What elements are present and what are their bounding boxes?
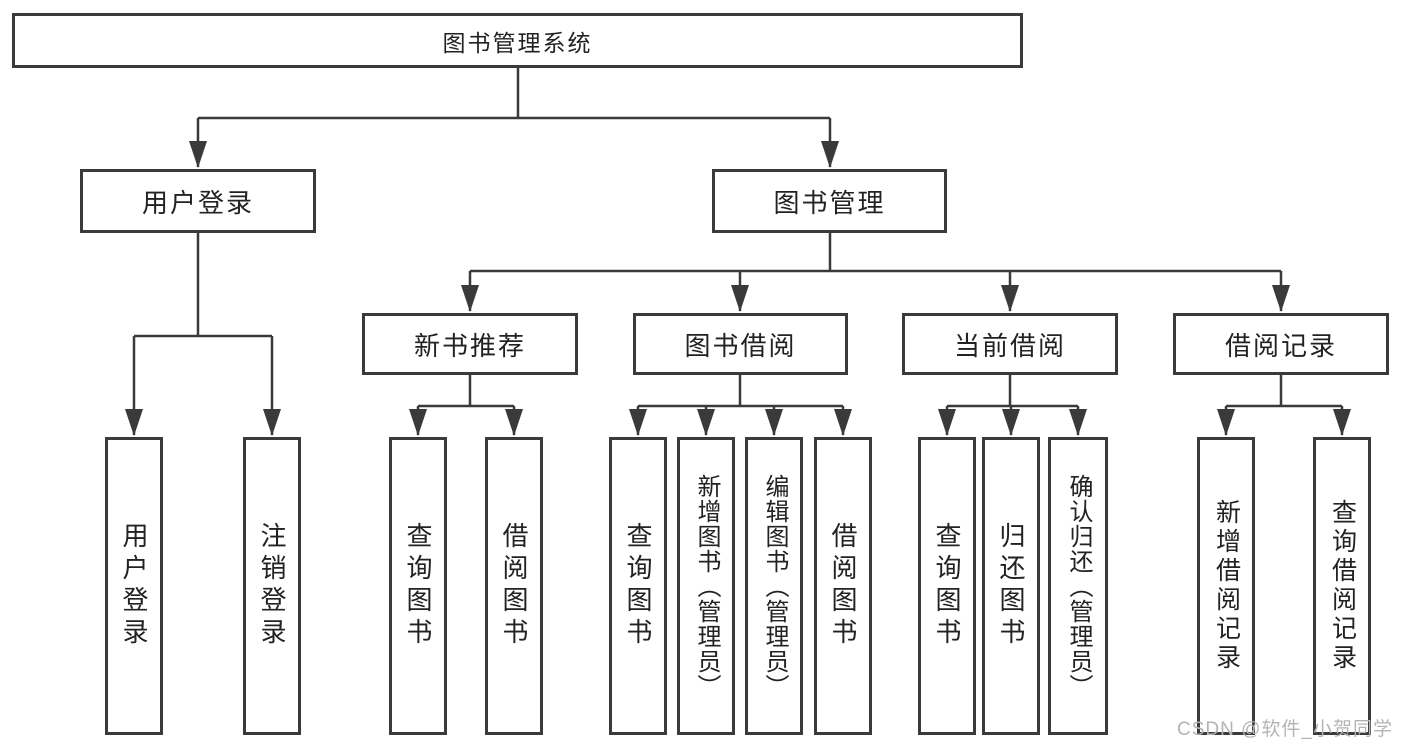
node-leaf-confirm-return-admin: 确认归还（管理员） — [1048, 437, 1108, 735]
connector-user-login-bus — [134, 233, 272, 338]
csdn-watermark: CSDN @软件_小贺同学 — [1177, 719, 1393, 740]
node-book-borrowing: 图书借阅 — [633, 313, 848, 375]
node-book-management-label: 图书管理 — [773, 187, 886, 218]
node-leaf-current-query-books: 查询图书 — [918, 437, 976, 735]
node-borrowing-records: 借阅记录 — [1173, 313, 1389, 375]
connector-book-borrowing-bus — [638, 375, 843, 408]
node-leaf-recommend-query-books: 查询图书 — [389, 437, 447, 735]
node-book-borrowing-label: 图书借阅 — [684, 330, 797, 361]
connector-book-management-bus — [470, 233, 1281, 273]
connector-current-borrowing-bus — [947, 375, 1078, 408]
node-leaf-query-borrow-record-label: 查询借阅记录 — [1328, 499, 1357, 673]
node-new-book-recommend: 新书推荐 — [362, 313, 578, 375]
node-leaf-edit-books-admin: 编辑图书（管理员） — [745, 437, 803, 735]
node-leaf-add-borrow-record-label: 新增借阅记录 — [1212, 499, 1241, 673]
node-leaf-borrowing-query-books-label: 查询图书 — [623, 522, 653, 650]
node-new-book-recommend-label: 新书推荐 — [413, 330, 526, 361]
node-leaf-borrowing-query-books: 查询图书 — [609, 437, 667, 735]
node-leaf-recommend-borrow-books-label: 借阅图书 — [499, 522, 529, 650]
node-leaf-logout: 注销登录 — [243, 437, 301, 735]
connector-borrowing-records-bus — [1226, 375, 1342, 408]
node-leaf-logout-label: 注销登录 — [257, 522, 287, 650]
node-leaf-edit-books-admin-label: 编辑图书（管理员） — [761, 473, 788, 699]
node-user-login: 用户登录 — [80, 169, 316, 233]
node-leaf-confirm-return-admin-label: 确认归还（管理员） — [1065, 473, 1092, 699]
node-root-system: 图书管理系统 — [12, 13, 1023, 68]
node-leaf-recommend-query-books-label: 查询图书 — [403, 522, 433, 650]
node-root-label: 图书管理系统 — [442, 29, 593, 56]
connector-new-book-recommend-bus — [418, 375, 514, 408]
node-borrowing-records-label: 借阅记录 — [1224, 330, 1337, 361]
connector-root-bus — [198, 68, 830, 120]
node-leaf-user-login: 用户登录 — [105, 437, 163, 735]
node-book-management: 图书管理 — [712, 169, 947, 233]
node-leaf-return-books: 归还图书 — [982, 437, 1040, 735]
node-leaf-borrow-books: 借阅图书 — [814, 437, 872, 735]
node-leaf-add-books-admin-label: 新增图书（管理员） — [693, 473, 720, 699]
node-leaf-add-books-admin: 新增图书（管理员） — [677, 437, 735, 735]
node-leaf-current-query-books-label: 查询图书 — [932, 522, 962, 650]
node-leaf-user-login-label: 用户登录 — [119, 522, 149, 650]
node-current-borrowing-label: 当前借阅 — [953, 330, 1066, 361]
node-leaf-query-borrow-record: 查询借阅记录 — [1313, 437, 1371, 735]
node-user-login-label: 用户登录 — [141, 187, 254, 218]
node-leaf-return-books-label: 归还图书 — [996, 522, 1026, 650]
node-current-borrowing: 当前借阅 — [902, 313, 1118, 375]
node-leaf-recommend-borrow-books: 借阅图书 — [485, 437, 543, 735]
node-leaf-borrow-books-label: 借阅图书 — [828, 522, 858, 650]
node-leaf-add-borrow-record: 新增借阅记录 — [1197, 437, 1255, 735]
